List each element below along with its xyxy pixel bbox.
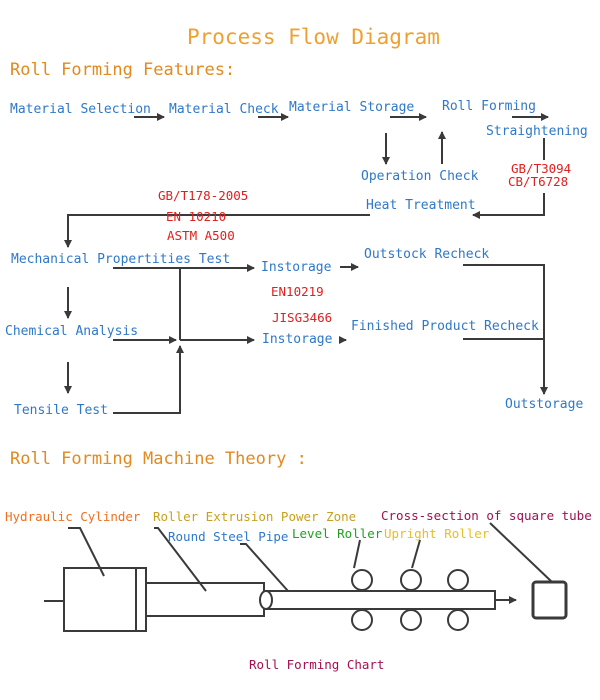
arrow-tensile-to-junction	[113, 345, 184, 414]
leader-upright-roller	[411, 539, 421, 569]
upper-roller-2	[400, 569, 422, 591]
label-roller-extrusion: Roller Extrusion Power Zone	[153, 509, 357, 524]
label-level-roller: Level Roller	[292, 526, 383, 541]
round-steel-pipe	[265, 590, 496, 610]
node-straightening: Straightening	[486, 124, 588, 139]
node-material-selection: Material Selection	[10, 102, 151, 117]
machine-drawing	[44, 522, 568, 632]
node-heat-treatment: Heat Treatment	[366, 198, 476, 213]
pipe-end	[259, 590, 273, 610]
lower-roller-1	[351, 609, 373, 631]
hydraulic-cylinder-body	[63, 567, 137, 632]
lower-roller-2	[400, 609, 422, 631]
upper-roller-1	[351, 569, 373, 591]
section-features: Roll Forming Features:	[10, 60, 236, 80]
standard-en-10210: EN 10210	[166, 209, 227, 224]
standard-astm-a500: ASTM A500	[167, 228, 235, 243]
node-instorage-2: Instorage	[262, 332, 333, 347]
node-chemical-analysis: Chemical Analysis	[5, 324, 139, 339]
node-outstorage: Outstorage	[505, 397, 584, 412]
leader-roller-extrusion	[154, 527, 207, 592]
node-material-storage: Material Storage	[289, 100, 415, 115]
label-cross-section: Cross-section of square tube	[381, 508, 592, 523]
square-tube-section	[531, 580, 568, 620]
leader-cross-section	[489, 522, 553, 583]
node-finished-recheck: Finished Product Recheck	[351, 319, 539, 334]
leader-hydraulic	[68, 527, 105, 577]
piston-rod	[145, 582, 265, 617]
leader-round-pipe	[240, 543, 289, 592]
label-upright-roller: Upright Roller	[384, 526, 490, 541]
standard-en10219: EN10219	[271, 284, 324, 299]
node-operation-check: Operation Check	[361, 169, 479, 184]
node-instorage-1: Instorage	[261, 260, 332, 275]
arrow-heat-to-mechanical	[64, 214, 370, 248]
arrow-standards-to-heat	[472, 193, 545, 219]
page-title: Process Flow Diagram	[187, 25, 440, 49]
label-round-steel-pipe: Round Steel Pipe	[168, 529, 289, 544]
hydraulic-piston	[135, 567, 147, 632]
standard-gb-t3094: GB/T3094	[511, 161, 572, 176]
chart-caption: Roll Forming Chart	[249, 657, 385, 672]
node-material-check: Material Check	[169, 102, 279, 117]
lower-roller-3	[447, 609, 469, 631]
node-outstock-recheck: Outstock Recheck	[364, 247, 490, 262]
upper-roller-3	[447, 569, 469, 591]
node-mechanical-test: Mechanical Propertities Test	[11, 252, 231, 267]
node-tensile-test: Tensile Test	[14, 403, 108, 418]
node-roll-forming: Roll Forming	[442, 99, 536, 114]
standard-gb-t178: GB/T178-2005	[158, 188, 249, 203]
leader-level-roller	[353, 539, 361, 569]
standard-cb-t6728: CB/T6728	[508, 174, 569, 189]
section-theory: Roll Forming Machine Theory :	[10, 449, 307, 469]
standard-jisg3466: JISG3466	[272, 310, 333, 325]
label-hydraulic-cylinder: Hydraulic Cylinder	[5, 509, 141, 524]
